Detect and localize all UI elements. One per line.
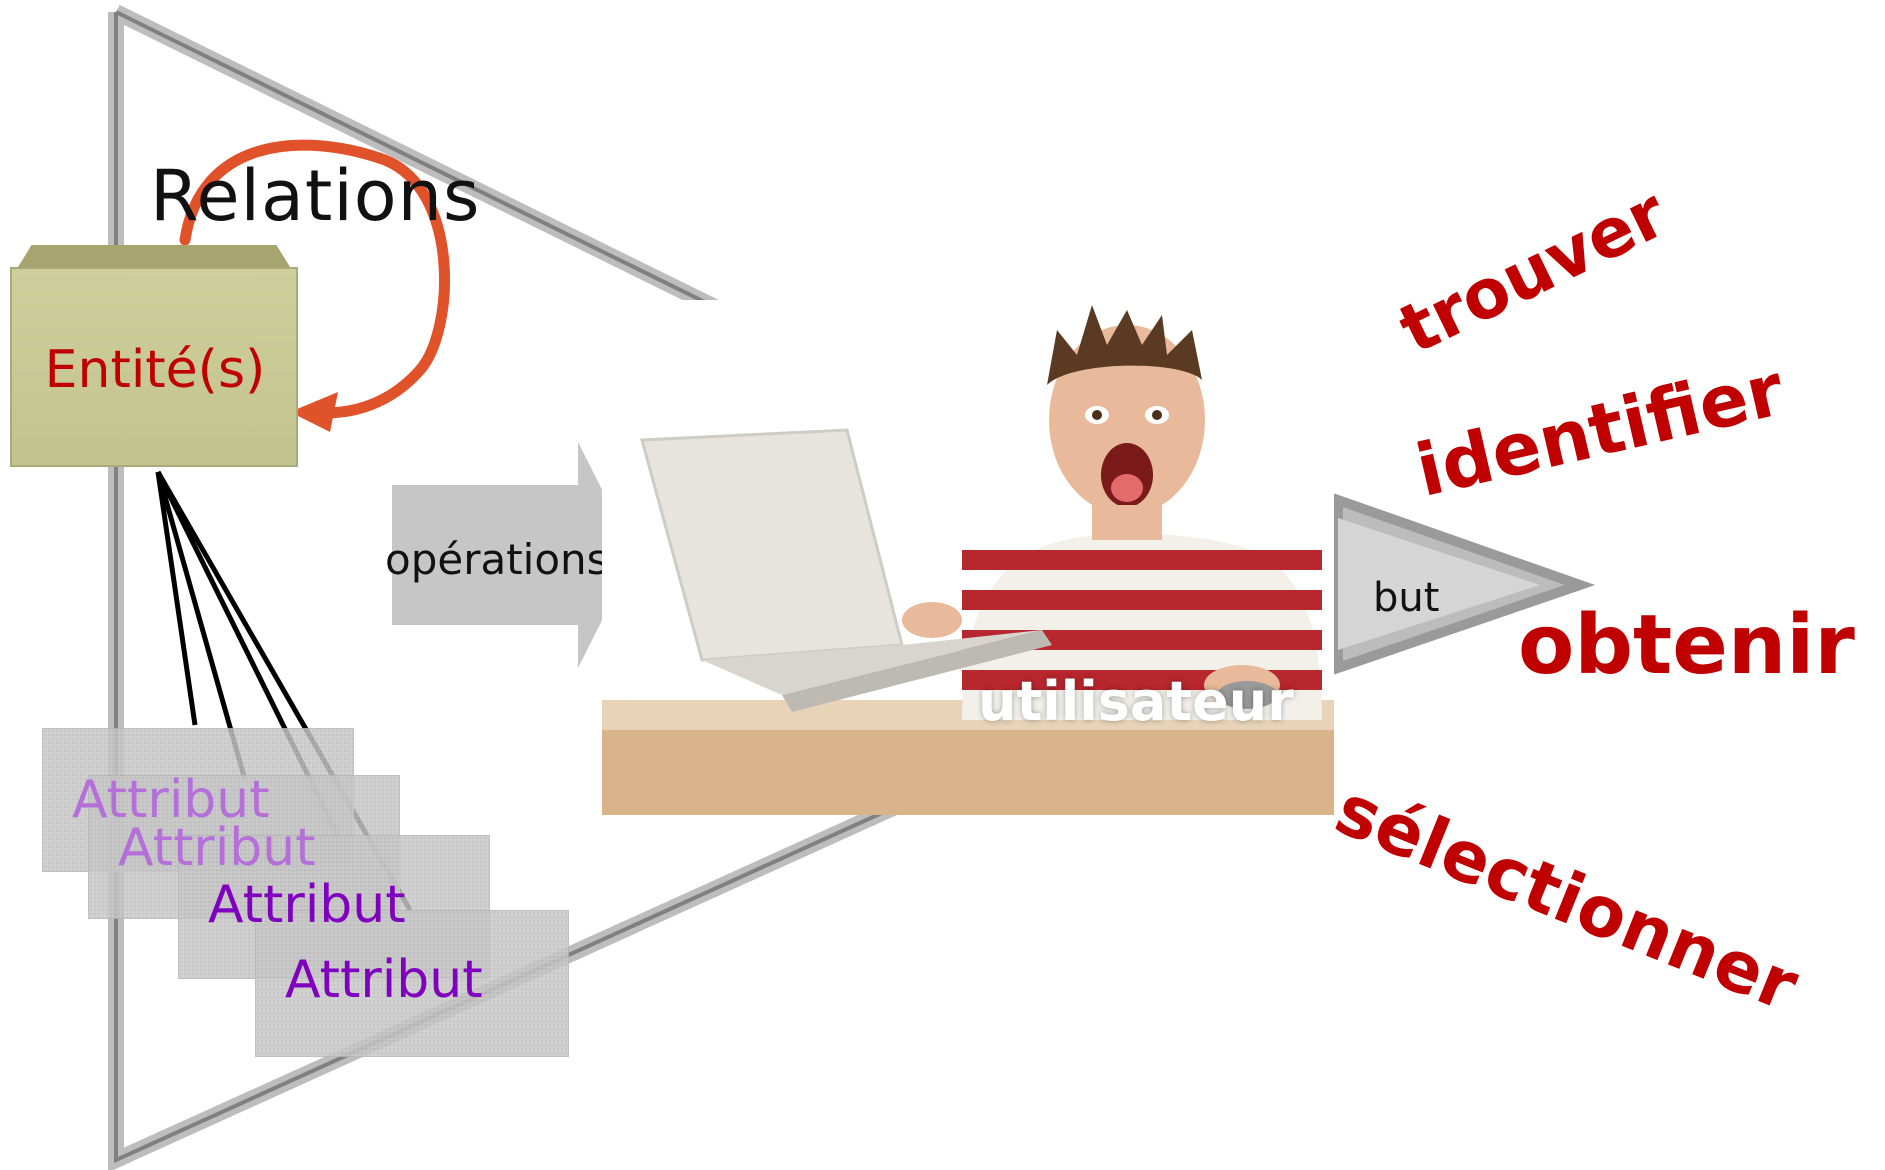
entity-label: Entité(s) <box>44 340 266 400</box>
operations-arrow <box>392 442 635 668</box>
user-photo <box>602 300 1334 815</box>
laptop <box>640 428 1052 712</box>
verb-obtenir: obtenir <box>1518 598 1855 693</box>
entity-box-front <box>10 267 298 467</box>
attribute-label-4: Attribut <box>285 950 483 1010</box>
relation-loop-arrow <box>179 139 450 432</box>
attribute-label-3: Attribut <box>208 875 406 935</box>
attribute-label-2: Attribut <box>118 818 316 878</box>
attribute-card-4 <box>255 910 569 1057</box>
entity-box-top <box>18 245 290 267</box>
goal-label: but <box>1373 575 1440 621</box>
user-photo-illustration <box>602 305 1334 815</box>
attribute-label-1: Attribut <box>72 770 270 830</box>
operations-label: opérations <box>385 535 609 584</box>
entity-box: Entité(s) <box>10 245 300 470</box>
relations-label: Relations <box>150 155 481 237</box>
child-head <box>1047 305 1205 540</box>
user-label: utilisateur <box>978 670 1294 733</box>
goal-triangle <box>1333 492 1596 676</box>
